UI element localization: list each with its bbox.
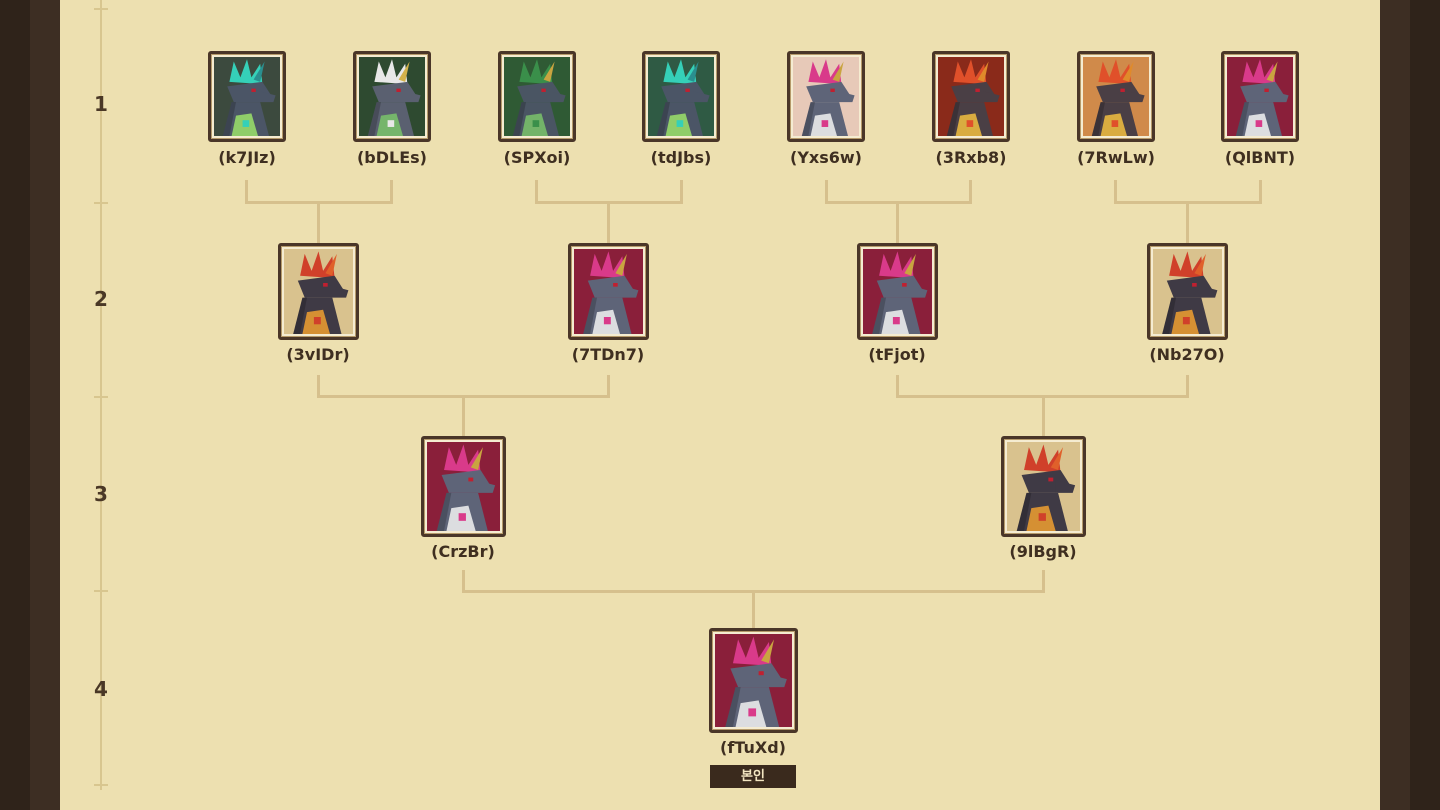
ruler-tick <box>94 8 108 10</box>
dragon-name: (QlBNT) <box>1224 148 1296 167</box>
connector <box>462 395 465 438</box>
dragon-card[interactable] <box>208 51 286 142</box>
connector <box>969 180 972 203</box>
dragon-name: (7RwLw) <box>1077 148 1155 167</box>
dragon-portrait-icon <box>214 57 280 136</box>
dragon-portrait-icon <box>715 634 792 727</box>
connector <box>535 180 538 203</box>
self-badge: 본인 <box>710 765 796 788</box>
generation-ruler <box>100 0 102 790</box>
dragon-name: (tFjot) <box>868 345 926 364</box>
dragon-card[interactable] <box>1077 51 1155 142</box>
dragon-card[interactable] <box>353 51 431 142</box>
frame-right <box>1410 0 1440 810</box>
frame-left <box>0 0 30 810</box>
connector <box>896 201 899 245</box>
connector <box>607 375 610 397</box>
connector <box>1259 180 1262 203</box>
connector <box>680 180 683 203</box>
connector <box>317 375 320 397</box>
dragon-card[interactable] <box>1147 243 1228 340</box>
dragon-portrait-icon <box>359 57 425 136</box>
dragon-portrait-icon <box>938 57 1004 136</box>
connector <box>1042 395 1045 438</box>
ruler-tick <box>94 784 108 786</box>
dragon-portrait-icon <box>863 249 932 334</box>
generation-label: 4 <box>94 677 108 701</box>
dragon-portrait-icon <box>793 57 859 136</box>
dragon-card[interactable] <box>568 243 649 340</box>
ruler-tick <box>94 202 108 204</box>
connector <box>825 180 828 203</box>
dragon-portrait-icon <box>1007 442 1080 531</box>
dragon-name: (fTuXd) <box>720 738 786 757</box>
dragon-card[interactable] <box>787 51 865 142</box>
dragon-card[interactable] <box>1221 51 1299 142</box>
connector <box>1186 375 1189 397</box>
connector <box>1114 180 1117 203</box>
dragon-portrait-icon <box>1227 57 1293 136</box>
connector <box>752 590 755 630</box>
frame-left-inner <box>30 0 60 810</box>
connector <box>462 570 465 592</box>
dragon-portrait-icon <box>284 249 353 334</box>
dragon-card[interactable] <box>421 436 506 537</box>
dragon-name: (k7JIz) <box>218 148 276 167</box>
dragon-card[interactable] <box>857 243 938 340</box>
ruler-tick <box>94 590 108 592</box>
dragon-portrait-icon <box>574 249 643 334</box>
dragon-name: (SPXoi) <box>503 148 571 167</box>
connector <box>245 180 248 203</box>
dragon-name: (Nb27O) <box>1149 345 1225 364</box>
connector <box>896 375 899 397</box>
ruler-tick <box>94 396 108 398</box>
dragon-portrait-icon <box>1153 249 1222 334</box>
dragon-portrait-icon <box>504 57 570 136</box>
dragon-card[interactable] <box>498 51 576 142</box>
dragon-portrait-icon <box>427 442 500 531</box>
dragon-name: (CrzBr) <box>431 542 495 561</box>
generation-label: 1 <box>94 92 108 116</box>
dragon-card[interactable] <box>1001 436 1086 537</box>
dragon-name: (9lBgR) <box>1009 542 1077 561</box>
dragon-card-self[interactable] <box>709 628 798 733</box>
dragon-card[interactable] <box>932 51 1010 142</box>
connector <box>1042 570 1045 592</box>
dragon-name: (3vIDr) <box>286 345 350 364</box>
generation-label: 3 <box>94 482 108 506</box>
connector <box>317 201 320 245</box>
dragon-card[interactable] <box>278 243 359 340</box>
dragon-portrait-icon <box>648 57 714 136</box>
dragon-name: (tdJbs) <box>650 148 712 167</box>
dragon-name: (7TDn7) <box>571 345 645 364</box>
dragon-name: (Yxs6w) <box>790 148 862 167</box>
dragon-card[interactable] <box>642 51 720 142</box>
connector <box>390 180 393 203</box>
dragon-name: (bDLEs) <box>356 148 427 167</box>
generation-label: 2 <box>94 287 108 311</box>
frame-right-inner <box>1380 0 1410 810</box>
dragon-portrait-icon <box>1083 57 1149 136</box>
connector <box>1186 201 1189 245</box>
dragon-name: (3Rxb8) <box>935 148 1007 167</box>
connector <box>607 201 610 245</box>
